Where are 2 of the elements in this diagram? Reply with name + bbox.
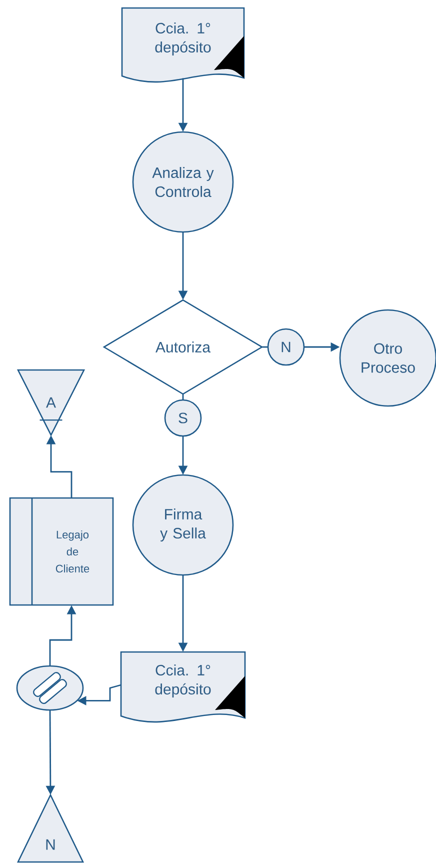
record-box: Legajo de Cliente: [9, 497, 114, 606]
filing-symbol: [16, 665, 84, 711]
